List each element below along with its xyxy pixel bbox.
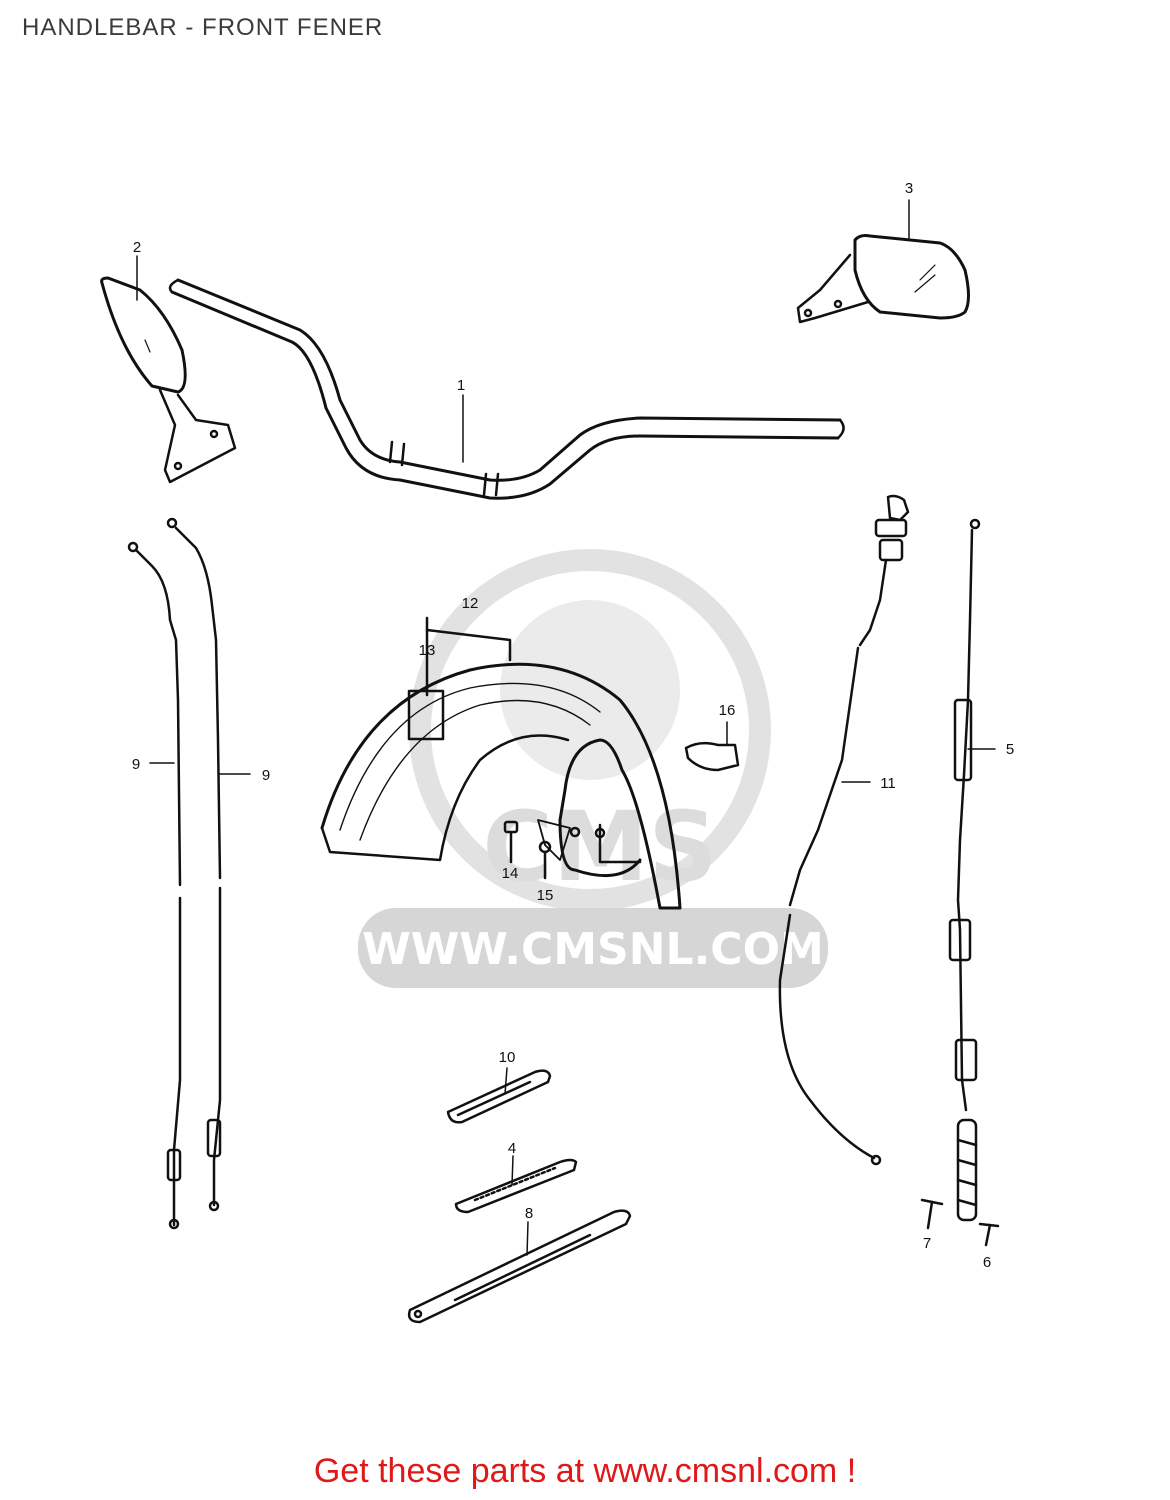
callout-9a: 9 [132,756,140,773]
callout-10: 10 [499,1049,516,1066]
mirror-right-part[interactable] [796,234,970,324]
bolt-6-part[interactable] [978,1222,1000,1247]
watermark-banner [358,908,828,988]
callout-8: 8 [525,1205,533,1222]
callout-15: 15 [537,887,554,904]
mirror-left-part[interactable] [100,276,237,484]
callout-3: 3 [905,180,913,197]
callout-6: 6 [983,1254,991,1271]
cable-center-part[interactable] [778,494,910,1166]
cap-16-part[interactable] [684,721,740,772]
callout-13: 13 [419,642,436,659]
callout-11: 11 [880,775,896,792]
callout-4: 4 [508,1140,516,1157]
cable-left-b-part[interactable] [166,517,222,1212]
washer-15-part[interactable] [538,840,552,880]
callout-7: 7 [923,1235,931,1252]
stay-8-part[interactable] [407,1209,632,1324]
callout-2: 2 [133,239,141,256]
front-fender-part[interactable] [320,662,682,910]
strip-4-part[interactable] [454,1155,578,1214]
watermark-logo-ring [409,549,771,911]
callout-16: 16 [719,702,736,719]
watermark-url: WWW.CMSNL.COM [362,924,824,975]
watermark: CMS WWW.CMSNL.COM [358,549,828,988]
callout-5: 5 [1006,741,1014,758]
bolt-14-part[interactable] [503,820,519,864]
bolt-7-part[interactable] [920,1198,944,1230]
callout-1: 1 [457,377,465,394]
callout-12: 12 [462,595,479,612]
callout-labels: 1 2 3 9 9 12 13 16 11 5 14 15 10 4 8 7 6 [132,180,1014,1271]
cable-right-part[interactable] [948,518,981,1222]
page-title: HANDLEBAR - FRONT FENER [22,14,384,41]
cable-left-a-part[interactable] [127,541,182,1230]
footer-link[interactable]: Get these parts at www.cmsnl.com ! [313,1452,857,1490]
callout-9b: 9 [262,767,270,784]
plate-10-part[interactable] [446,1067,552,1124]
handlebar-part[interactable] [168,278,845,500]
callout-14: 14 [502,865,519,882]
